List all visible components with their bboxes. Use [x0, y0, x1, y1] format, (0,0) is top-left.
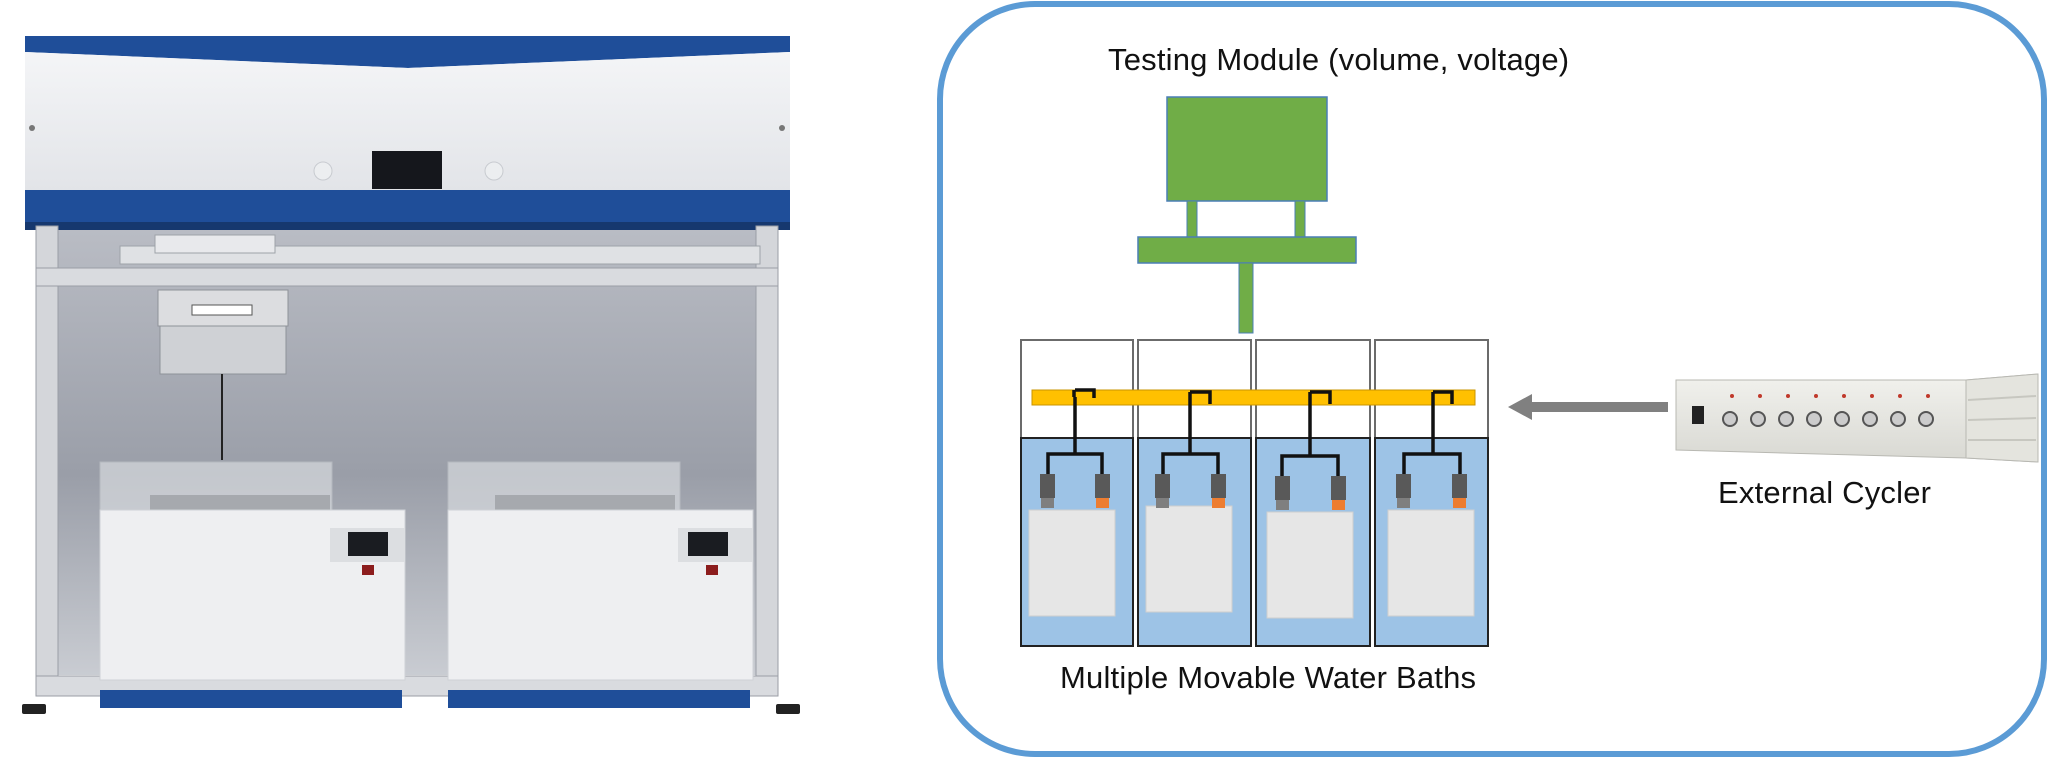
bus-bar — [1031, 389, 1476, 406]
diagram-frame — [937, 1, 2047, 757]
testing-module-label: Testing Module (volume, voltage) — [1108, 42, 1570, 77]
water-bath-unit-left — [99, 461, 406, 708]
bath-cell-3 — [1255, 339, 1371, 647]
bath-cell-2 — [1137, 339, 1252, 647]
machine-photo — [22, 36, 800, 714]
hood-panel — [25, 52, 790, 192]
cell-leads — [1046, 388, 1462, 476]
external-cycler-label: External Cycler — [1718, 475, 1932, 510]
left-arrow-icon — [1508, 394, 1668, 420]
cycler-photo — [1675, 373, 2039, 463]
bath-cell-1 — [1020, 339, 1134, 647]
hood-top-stripe — [25, 36, 790, 68]
water-baths — [1020, 339, 1489, 647]
testing-module — [1137, 96, 1357, 334]
cell-terminals — [1040, 474, 1467, 510]
bath-cell-4 — [1374, 339, 1489, 647]
hood-bottom-stripe — [25, 190, 790, 224]
water-bath-unit-right — [447, 461, 754, 708]
water-baths-label: Multiple Movable Water Baths — [1060, 660, 1477, 695]
hood-display-screen — [372, 151, 442, 189]
